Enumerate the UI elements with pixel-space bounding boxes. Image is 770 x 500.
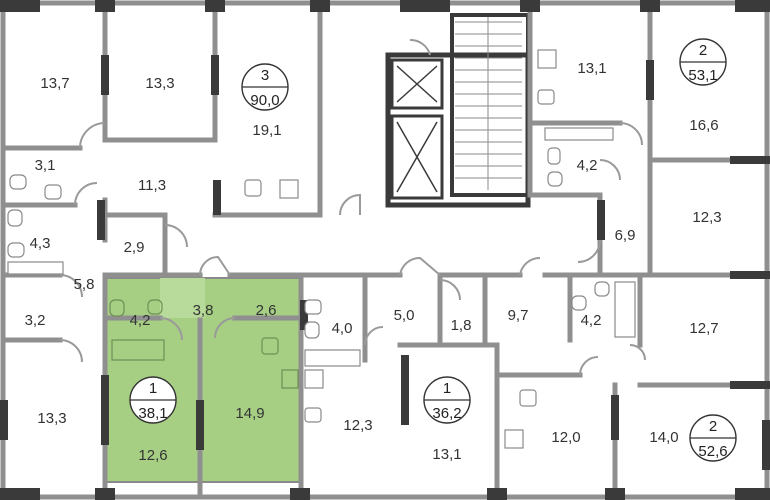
room-area-label: 3,8 xyxy=(193,302,214,319)
apartment-tag-2-rooms-bottom[interactable]: 2 52,6 xyxy=(689,414,737,462)
apartment-rooms: 1 xyxy=(443,380,451,397)
room-area-label: 16,6 xyxy=(689,117,718,134)
door-swings xyxy=(59,38,646,376)
room-area-label: 9,7 xyxy=(508,307,529,324)
room-area-label: 14,9 xyxy=(235,405,264,422)
apartment-area: 38,1 xyxy=(138,405,167,422)
room-area-label: 4,2 xyxy=(130,312,151,329)
bathroom-fixtures xyxy=(7,49,636,449)
room-area-label: 12,3 xyxy=(343,417,372,434)
stair-elevator-core xyxy=(385,13,531,208)
apartment-tag-2-rooms-top[interactable]: 2 53,1 xyxy=(679,38,727,86)
apartment-rooms: 2 xyxy=(709,418,717,435)
room-area-label: 12,3 xyxy=(692,209,721,226)
room-area-label: 13,3 xyxy=(37,410,66,427)
room-area-label: 12,6 xyxy=(138,447,167,464)
apartment-tag-1-room-selected[interactable]: 1 38,1 xyxy=(129,376,177,424)
room-area-label: 6,9 xyxy=(615,227,636,244)
apartment-tag-1-room-middle[interactable]: 1 36,2 xyxy=(423,376,471,424)
room-area-label: 4,3 xyxy=(30,235,51,252)
room-area-label: 19,1 xyxy=(252,122,281,139)
room-area-label: 4,2 xyxy=(577,157,598,174)
room-area-label: 2,9 xyxy=(124,239,145,256)
apartment-area: 90,0 xyxy=(250,92,279,109)
room-area-label: 5,0 xyxy=(394,307,415,324)
apartment-rooms: 3 xyxy=(261,67,269,84)
room-area-label: 5,8 xyxy=(74,276,95,293)
room-area-label: 3,1 xyxy=(35,157,56,174)
room-area-label: 13,3 xyxy=(145,75,174,92)
room-area-label: 11,3 xyxy=(138,177,166,194)
room-area-label: 1,8 xyxy=(451,317,472,334)
room-area-label: 4,2 xyxy=(581,312,602,329)
apartment-area: 52,6 xyxy=(698,443,727,460)
apartment-tag-3-rooms[interactable]: 3 90,0 xyxy=(241,63,289,111)
apartment-rooms: 2 xyxy=(699,42,707,59)
room-area-label: 3,2 xyxy=(25,312,46,329)
apartment-area: 53,1 xyxy=(688,67,717,84)
apartment-rooms: 1 xyxy=(149,380,157,397)
room-area-label: 2,6 xyxy=(256,302,277,319)
room-area-label: 12,0 xyxy=(551,429,580,446)
room-area-label: 4,0 xyxy=(332,320,353,337)
apartment-area: 36,2 xyxy=(432,405,461,422)
room-labels: 13,7 13,3 19,1 13,1 16,6 3,1 11,3 4,2 4,… xyxy=(25,60,722,464)
room-area-label: 13,1 xyxy=(432,446,461,463)
room-area-label: 13,7 xyxy=(40,75,69,92)
room-area-label: 13,1 xyxy=(577,60,606,77)
room-area-label: 14,0 xyxy=(649,429,678,446)
room-area-label: 12,7 xyxy=(689,320,718,337)
